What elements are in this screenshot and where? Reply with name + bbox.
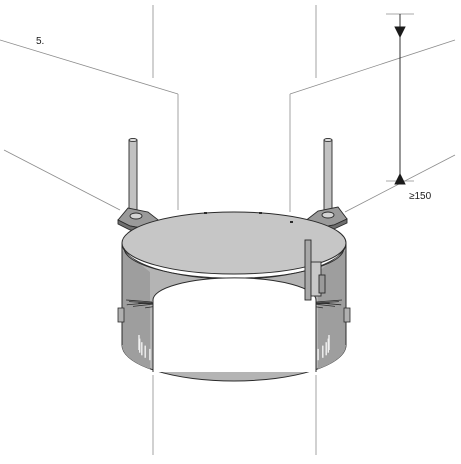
dimension-label: ≥150 <box>409 191 431 202</box>
ceiling-outline-right <box>290 5 455 212</box>
step-number: 5. <box>36 36 44 47</box>
dimension-line <box>395 14 405 184</box>
ceiling-outline-left <box>0 5 178 210</box>
pipe <box>153 375 316 455</box>
threaded-rod-left <box>129 138 137 215</box>
pipe-opening <box>153 278 316 372</box>
dimension-arrow-up-icon <box>395 174 405 184</box>
threaded-rod-right <box>324 138 332 214</box>
dimension-arrow-down-icon <box>395 27 405 37</box>
